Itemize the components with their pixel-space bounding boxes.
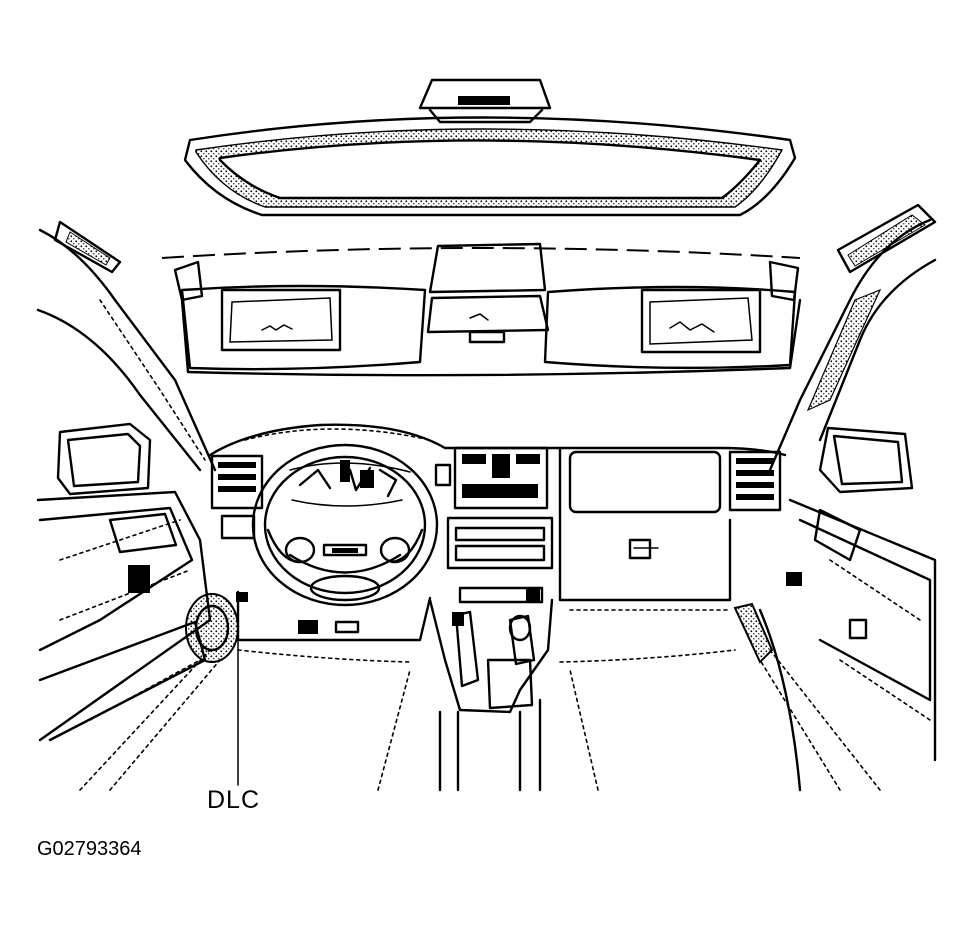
windshield-top-edge: [161, 247, 801, 259]
right-sun-visor: [543, 260, 800, 370]
right-a-pillar: [768, 203, 937, 472]
steering-wheel: [251, 443, 439, 607]
dlc-label: DLC: [207, 786, 261, 814]
left-kick-panel-speaker: [185, 593, 239, 663]
left-door-panel: [36, 490, 212, 742]
floor-outline: [79, 608, 881, 792]
right-side-mirror: [818, 426, 914, 494]
left-sun-visor: [173, 260, 427, 371]
dashboard-top: [208, 423, 787, 457]
windshield-frame: [180, 298, 802, 377]
right-door-panel: [786, 498, 937, 762]
instrument-cluster: [289, 460, 411, 507]
left-air-vent: [210, 454, 264, 540]
right-air-vent: [728, 450, 782, 512]
center-console: [428, 598, 554, 792]
glove-box: [558, 446, 732, 602]
left-a-pillar: [36, 220, 217, 472]
dome-light: [426, 242, 550, 344]
center-stack: [434, 446, 554, 604]
right-kick-panel-speaker: [733, 602, 774, 664]
overhead-console: [183, 116, 797, 217]
rearview-mirror: [418, 78, 552, 124]
figure-code: G02793364: [37, 838, 142, 860]
left-side-mirror: [56, 422, 152, 496]
